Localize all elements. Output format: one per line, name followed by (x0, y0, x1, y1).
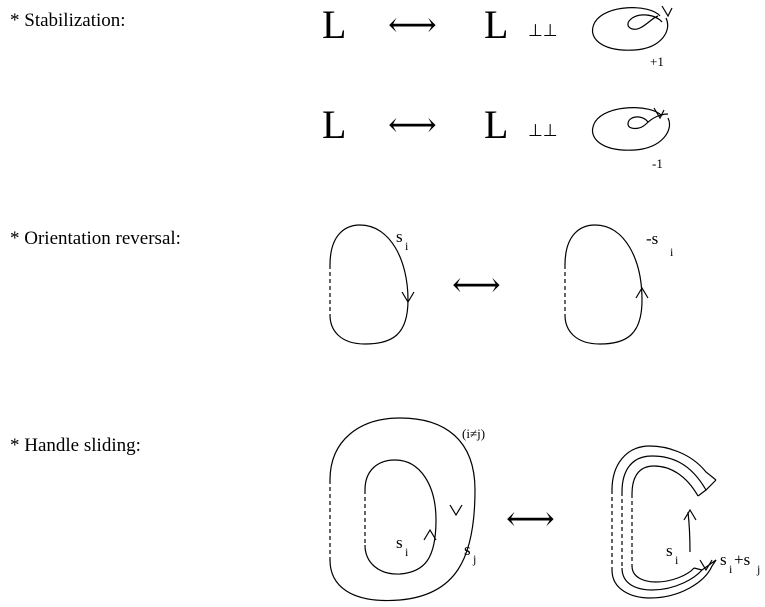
framing-plus-one: +1 (650, 54, 664, 69)
handle-sliding-label: * Handle sliding: (10, 435, 141, 456)
orientation-reversal-row: s i ⟷ -s i (329, 224, 674, 345)
framing-minus-one: -1 (652, 156, 663, 171)
stabilization-minus-row: L ⟷ L ⊥⊥ -1 (322, 102, 671, 171)
result-sum-sub-b: j (756, 562, 760, 576)
condition-label: (i≠j) (462, 426, 485, 441)
disjoint-union-symbol-2: ⊥⊥ (528, 121, 558, 140)
result-sum-sub-a: i (729, 562, 733, 576)
left-component-sub: i (405, 239, 409, 253)
downward-arrowhead (401, 291, 415, 304)
result-inner-label: s (666, 541, 673, 560)
result-sum-plus: +s (734, 550, 750, 569)
right-component-loop (564, 224, 649, 345)
orientation-double-arrow: ⟷ (452, 265, 501, 305)
result-inner-sub: i (675, 553, 679, 567)
orientation-reversal-label: * Orientation reversal: (10, 228, 181, 249)
result-up-arrowhead (683, 508, 697, 521)
link-L-right-2: L (484, 102, 508, 147)
result-sum-label-a: s (720, 550, 727, 569)
inner-component-label: s (396, 533, 403, 552)
outer-component-label: s (464, 540, 471, 559)
banded-result-loops (611, 445, 717, 599)
minus-one-unknot-icon (592, 107, 671, 151)
right-component-sub: i (670, 245, 674, 259)
double-arrow: ⟷ (388, 5, 437, 45)
inner-component-sub: i (405, 545, 409, 559)
link-L-right: L (484, 2, 508, 47)
stabilization-label: * Stabilization: (10, 10, 126, 31)
link-L-left: L (322, 2, 346, 47)
outer-component-sub: j (472, 552, 476, 566)
outer-down-arrowhead (449, 504, 463, 517)
result-down-arrowhead (699, 559, 713, 572)
left-component-label: s (396, 227, 403, 246)
upward-arrowhead (635, 286, 649, 299)
left-component-loop (329, 224, 415, 345)
inner-up-arrowhead (423, 528, 437, 541)
handle-sliding-double-arrow: ⟷ (506, 499, 555, 539)
right-component-label: -s (646, 229, 658, 248)
handle-sliding-row: s i s j (i≠j) ⟷ s i (329, 417, 760, 602)
stabilization-plus-row: L ⟷ L ⊥⊥ +1 (322, 2, 673, 69)
link-L-left-2: L (322, 102, 346, 147)
outer-component-loop (329, 417, 476, 602)
disjoint-union-symbol: ⊥⊥ (528, 21, 558, 40)
plus-one-unknot-icon (592, 5, 673, 51)
inner-component-loop (364, 459, 437, 575)
double-arrow-2: ⟷ (388, 105, 437, 145)
